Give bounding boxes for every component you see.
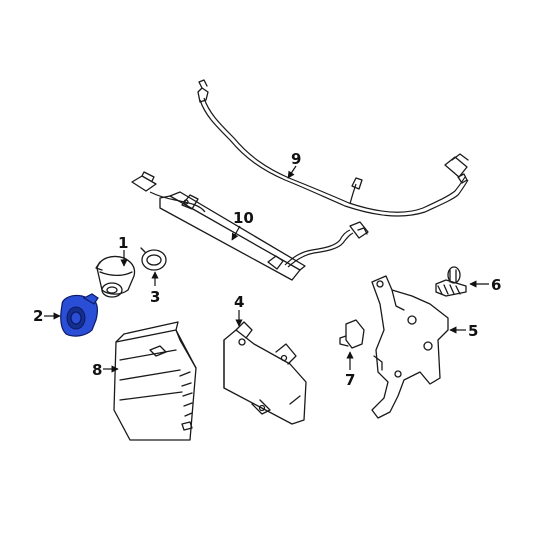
callout-8: 8 [92,361,102,379]
callout-5: 5 [468,322,478,340]
part-5-mounting-bracket[interactable] [371,275,449,419]
callout-2: 2 [33,307,43,325]
part-4-sensor-module[interactable] [223,321,307,425]
callout-1: 1 [118,234,128,252]
part-9-wiring-harness[interactable] [197,79,469,217]
part-3-retainer-ring[interactable] [140,247,167,271]
callout-9: 9 [291,150,301,168]
callout-10: 10 [233,209,254,227]
leader-lines [44,165,489,373]
callout-6: 6 [491,276,501,294]
callout-7: 7 [345,371,355,389]
part-7-clip[interactable] [339,319,365,349]
callout-4: 4 [234,293,244,311]
part-8-control-module[interactable] [113,321,197,441]
callout-numbers: 1 2 3 4 5 6 7 8 9 10 [33,150,501,389]
part-1-parking-sensor[interactable] [95,255,136,298]
part-2-parking-sensor-highlighted[interactable] [60,293,99,337]
leader-9 [287,165,297,179]
part-10-sensor-harness[interactable] [131,171,369,281]
callout-3: 3 [150,288,160,306]
part-6-bolt[interactable] [435,266,467,297]
leader-10 [231,225,241,241]
